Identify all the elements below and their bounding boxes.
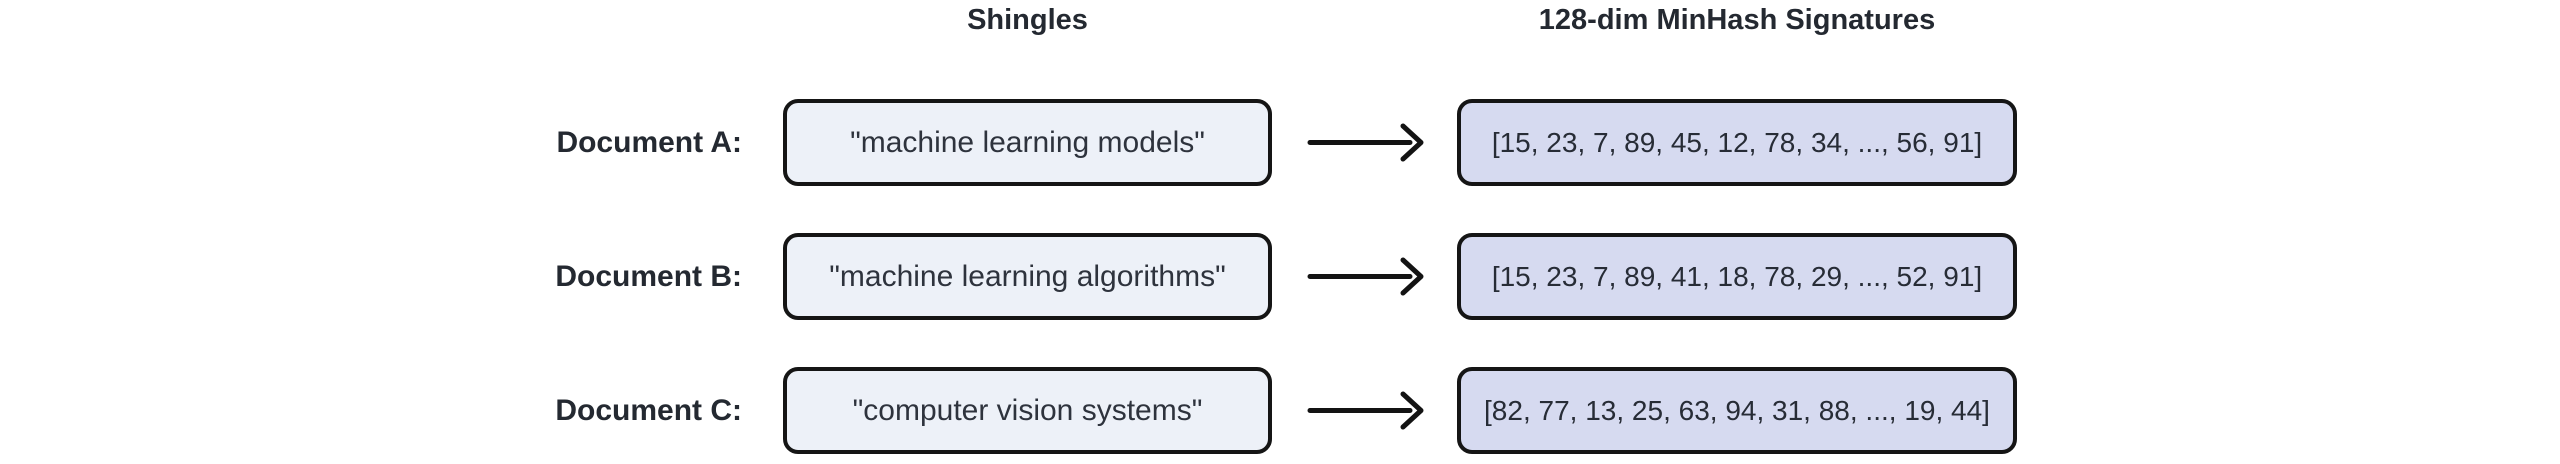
arrow-right-icon	[1298, 367, 1438, 454]
document-c-signature-text: [82, 77, 13, 25, 63, 94, 31, 88, ..., 19…	[1484, 394, 1990, 426]
document-a-shingle-box: "machine learning models"	[783, 99, 1272, 186]
document-b-shingle-text: "machine learning algorithms"	[829, 259, 1226, 293]
column-header-minhash-signatures: 128-dim MinHash Signatures	[1538, 4, 1936, 36]
document-b-signature-box: [15, 23, 7, 89, 41, 18, 78, 29, ..., 52,…	[1457, 233, 2017, 320]
document-a-label: Document A:	[556, 125, 742, 159]
document-b-signature-text: [15, 23, 7, 89, 41, 18, 78, 29, ..., 52,…	[1491, 260, 1983, 292]
arrow-right-icon	[1298, 233, 1438, 320]
column-header-shingles: Shingles	[967, 4, 1088, 36]
document-b-shingle-box: "machine learning algorithms"	[783, 233, 1272, 320]
arrow-right-icon	[1298, 99, 1438, 186]
document-row-c: Document C: "computer vision systems" [8…	[0, 367, 2560, 454]
document-a-signature-text: [15, 23, 7, 89, 45, 12, 78, 34, ..., 56,…	[1491, 126, 1983, 158]
document-c-shingle-text: "computer vision systems"	[852, 393, 1203, 427]
document-a-signature-box: [15, 23, 7, 89, 45, 12, 78, 34, ..., 56,…	[1457, 99, 2017, 186]
document-c-shingle-box: "computer vision systems"	[783, 367, 1272, 454]
document-row-a: Document A: "machine learning models" [1…	[0, 99, 2560, 186]
document-a-shingle-text: "machine learning models"	[850, 125, 1205, 159]
document-c-signature-box: [82, 77, 13, 25, 63, 94, 31, 88, ..., 19…	[1457, 367, 2017, 454]
document-row-b: Document B: "machine learning algorithms…	[0, 233, 2560, 320]
document-b-label: Document B:	[555, 259, 742, 293]
document-c-label: Document C:	[555, 393, 742, 427]
